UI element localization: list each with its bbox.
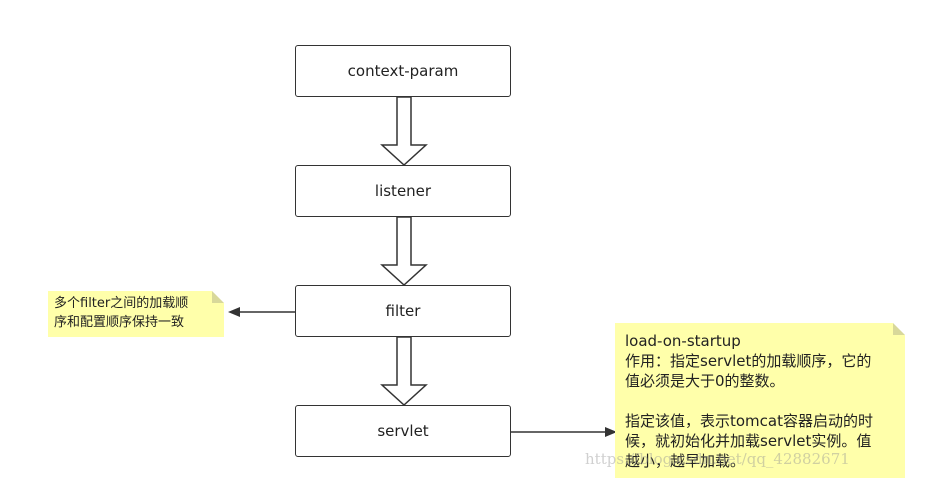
node-label: servlet: [377, 422, 429, 440]
node-label: context-param: [347, 62, 459, 80]
node-servlet: servlet: [295, 405, 511, 457]
note-line: 作用：指定servlet的加载顺序，它的: [625, 352, 872, 370]
note-fold-corner: [212, 291, 224, 303]
note-filter-order: 多个filter之间的加载顺 序和配置顺序保持一致: [48, 291, 224, 337]
block-arrow-context-to-listener: [380, 96, 428, 167]
node-label: filter: [385, 302, 421, 320]
note-line: load-on-startup: [625, 332, 741, 350]
note-line: 候，就初始化并加载servlet实例。值: [625, 432, 872, 450]
node-context-param: context-param: [295, 45, 511, 97]
note-line: 多个filter之间的加载顺: [54, 296, 189, 311]
arrow-head-servlet-note: [605, 427, 617, 437]
block-arrow-listener-to-filter: [380, 216, 428, 287]
note-load-on-startup: load-on-startup 作用：指定servlet的加载顺序，它的 值必须…: [615, 323, 905, 478]
node-listener: listener: [295, 165, 511, 217]
node-label: listener: [374, 182, 432, 200]
note-line: 序和配置顺序保持一致: [54, 315, 185, 330]
note-line: 值必须是大于0的整数。: [625, 372, 785, 390]
block-arrow-filter-to-servlet: [380, 336, 428, 407]
note-fold-corner: [893, 323, 905, 335]
note-line: 越小，越早加载。: [625, 452, 746, 470]
note-spacer: [625, 391, 895, 411]
watermark: https://blog.csdn.net/qq_42882671: [585, 450, 850, 468]
arrow-head-filter-note: [228, 307, 240, 317]
node-filter: filter: [295, 285, 511, 337]
note-line: 指定该值，表示tomcat容器启动的时: [625, 412, 873, 430]
